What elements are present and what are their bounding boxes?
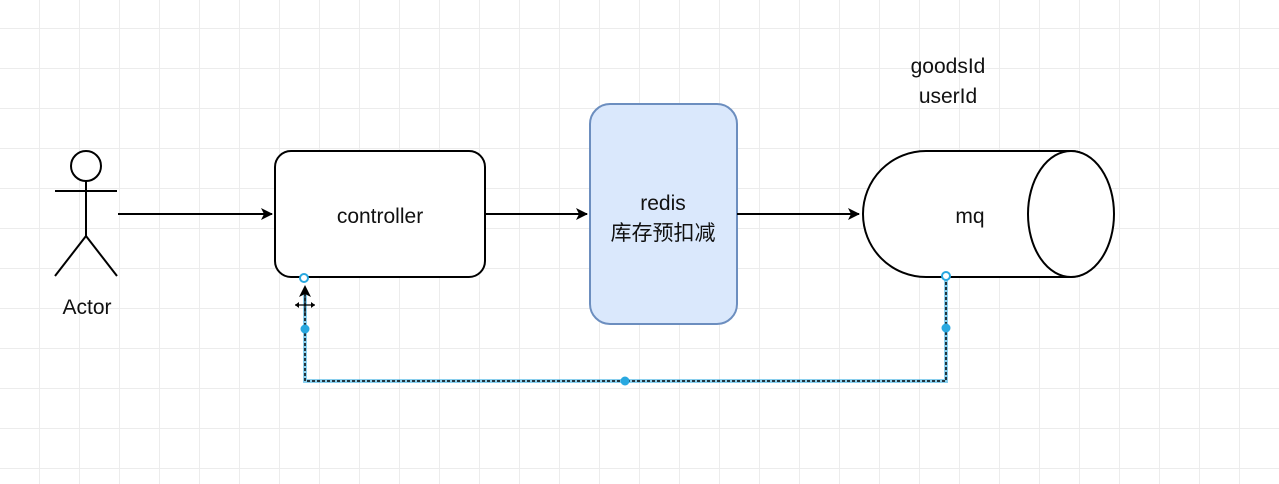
- redis-label-line2: 库存预扣减: [611, 222, 716, 245]
- actor-label: Actor: [62, 296, 111, 319]
- mq-end-cap: [1027, 150, 1115, 278]
- edge-waypoint-handle[interactable]: [300, 324, 310, 334]
- edge-source-handle[interactable]: [941, 271, 951, 281]
- redis-label-line1: redis: [640, 192, 686, 215]
- actor-head: [70, 150, 102, 182]
- controller-label: controller: [337, 205, 423, 228]
- message-field-userid[interactable]: userId: [919, 85, 977, 108]
- edge-mq-to-controller[interactable]: [299, 271, 951, 386]
- message-field-goodsid[interactable]: goodsId: [911, 55, 986, 78]
- edge-waypoint-handle[interactable]: [620, 376, 630, 386]
- actor-right-leg: [85, 235, 118, 277]
- edge-target-handle[interactable]: [299, 273, 309, 283]
- mq-cylinder[interactable]: [862, 150, 1115, 278]
- actor-left-leg: [54, 235, 87, 277]
- actor-shape[interactable]: [54, 150, 118, 277]
- move-cursor-icon: [295, 295, 315, 315]
- mq-label: mq: [955, 205, 984, 228]
- edge-waypoint-handle[interactable]: [941, 323, 951, 333]
